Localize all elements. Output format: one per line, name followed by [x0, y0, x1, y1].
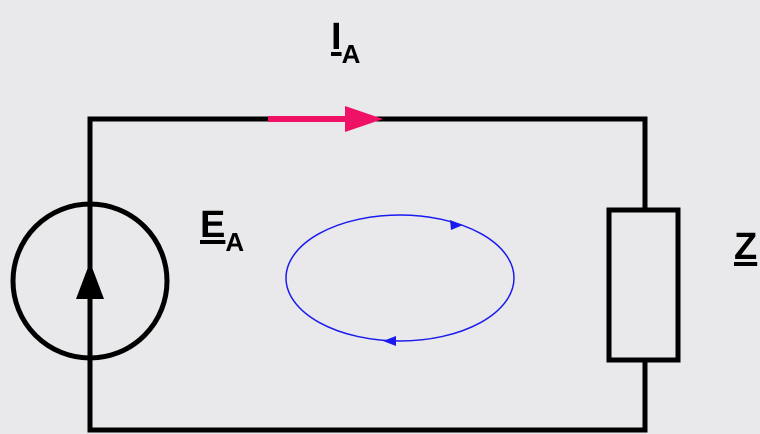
label-impedance-main: Z	[734, 226, 758, 268]
label-impedance: Z	[734, 228, 757, 266]
current-source	[10, 201, 170, 361]
label-current-main: I	[331, 16, 342, 58]
wires	[87, 116, 648, 433]
label-current-sub: A	[341, 39, 361, 69]
loop-ellipse	[285, 214, 515, 342]
loop	[285, 214, 515, 346]
current-arrow	[268, 106, 383, 132]
loop-arrow-top-icon	[450, 220, 463, 230]
current-arrow-head-icon	[345, 106, 383, 132]
label-current: IA	[331, 16, 360, 67]
source-circle	[10, 201, 170, 361]
impedance-box	[606, 207, 681, 363]
source-arrow-icon	[76, 262, 104, 299]
label-source-main: E	[200, 204, 226, 246]
label-source-sub: A	[225, 227, 245, 257]
loop-arrow-bottom-icon	[383, 336, 396, 346]
label-source: EA	[200, 204, 244, 255]
